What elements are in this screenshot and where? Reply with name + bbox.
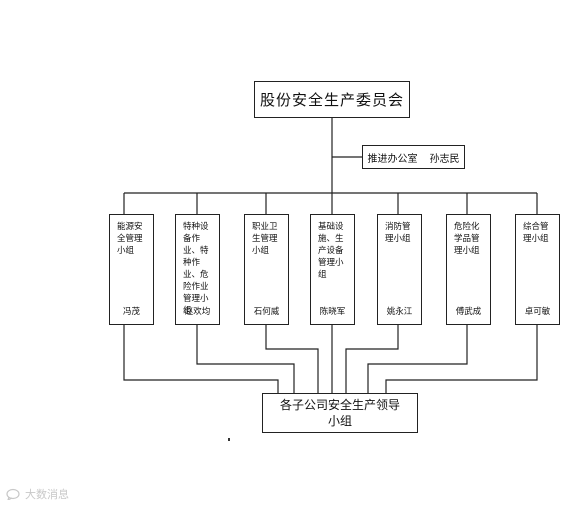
- group-name: 危险化学品管理小组: [454, 222, 480, 256]
- committee-box: 股份安全生产委员会: [254, 81, 410, 118]
- group-box-general: 综合管理小组 卓可敏: [515, 214, 560, 325]
- watermark-text: 大数消息: [25, 488, 69, 501]
- group-box-infrastructure: 基础设施、生产设备管理小组 陈晓军: [310, 214, 355, 325]
- watermark: 大数消息: [6, 486, 69, 502]
- group-name: 消防管理小组: [385, 222, 411, 244]
- group-name: 职业卫生管理小组: [252, 222, 278, 256]
- group-leader: 赵欢均: [184, 307, 211, 317]
- group-box-occupational-health: 职业卫生管理小组 石何威: [244, 214, 289, 325]
- office-name: 推进办公室: [367, 153, 418, 165]
- group-name: 能源安全管理小组: [117, 222, 143, 256]
- group-leader: 冯茂: [122, 307, 140, 317]
- chat-bubble-icon: [6, 488, 20, 500]
- group-leader: 傅武成: [455, 307, 482, 317]
- group-box-hazardous-chemicals: 危险化学品管理小组 傅武成: [446, 214, 491, 325]
- group-box-fire: 消防管理小组 姚永江: [377, 214, 422, 325]
- group-name: 特种设备作业、特种作业、危险作业管理小组: [183, 222, 209, 316]
- group-name: 基础设施、生产设备管理小组: [318, 222, 344, 280]
- office-box: 推进办公室 孙志民: [362, 145, 465, 169]
- group-name: 综合管理小组: [523, 222, 549, 244]
- subsidiary-label: 各子公司安全生产领导小组: [279, 398, 400, 428]
- group-box-special-equipment: 特种设备作业、特种作业、危险作业管理小组 赵欢均: [175, 214, 220, 325]
- office-person: 孙志民: [429, 153, 460, 165]
- group-box-energy: 能源安全管理小组 冯茂: [109, 214, 154, 325]
- group-leader: 石何威: [253, 307, 280, 317]
- subsidiary-leadership-box: 各子公司安全生产领导小组: [262, 393, 418, 433]
- group-leader: 陈晓军: [319, 307, 346, 317]
- group-leader: 姚永江: [386, 307, 413, 317]
- group-leader: 卓可敏: [524, 307, 551, 317]
- stray-mark: [228, 438, 230, 441]
- committee-label: 股份安全生产委员会: [259, 91, 404, 109]
